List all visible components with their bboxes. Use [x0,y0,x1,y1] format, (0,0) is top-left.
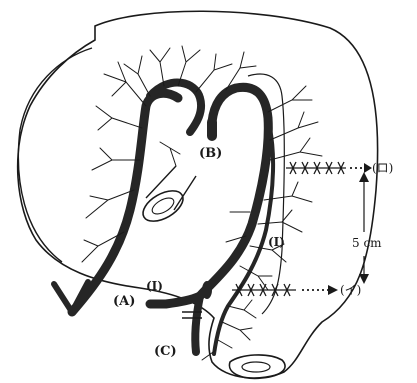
label-ro: (ロ) [372,162,393,174]
left-flap-outline [18,48,92,262]
bottom-stump [229,355,285,378]
vessel-to-c [195,296,200,352]
label-a: (A) [113,295,135,308]
pointer-i-head [328,285,338,295]
vessel-to-a [150,296,200,304]
dimension-arrow-top [359,172,369,182]
staple-line-lower [232,284,296,296]
staple-line-upper [286,162,346,174]
esophagus-tube [146,166,196,210]
arch-vessel [150,83,201,132]
label-distance: 5 cm [352,237,382,249]
label-i-lower: (I) [146,280,163,292]
label-i: (イ) [340,284,361,296]
label-b: (B) [199,147,222,160]
bottom-stump-lumen [242,362,270,372]
label-c: (C) [154,345,177,358]
left-branch-v [54,282,88,312]
label-i-upper: (I) [268,236,285,248]
node-oval [202,281,212,299]
esophagus-stump [138,185,188,228]
pointer-ro-head [364,163,372,173]
